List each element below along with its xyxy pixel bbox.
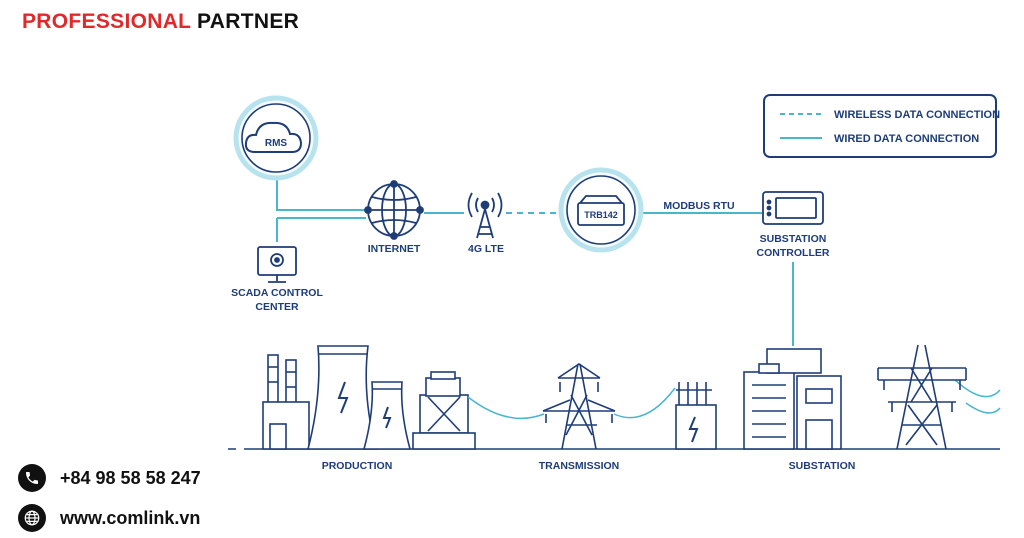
contact-phone: +84 98 58 58 247	[18, 464, 201, 492]
internet-node	[364, 180, 424, 240]
legend-wireless-label: WIRELESS DATA CONNECTION	[834, 109, 1000, 121]
connections	[276, 178, 794, 346]
brand-title-professional: PROFESSIONAL	[22, 10, 191, 33]
antenna-icon	[480, 200, 490, 210]
lte-tower-node	[467, 192, 503, 239]
legend-wired-label: WIRED DATA CONNECTION	[834, 133, 979, 145]
transmission-label: TRANSMISSION	[539, 460, 620, 472]
gear-icon	[270, 253, 284, 267]
contact-website[interactable]: www.comlink.vn	[18, 504, 200, 532]
substation-label: SUBSTATION	[789, 460, 856, 472]
substation-controller-node	[762, 191, 824, 225]
modbus-label: MODBUS RTU	[663, 200, 734, 212]
substation-controller-label-line2: CONTROLLER	[757, 247, 830, 259]
router-icon	[577, 202, 625, 226]
rms-label: RMS	[265, 138, 288, 149]
scada-node	[257, 246, 297, 283]
power-plant-illustration	[262, 345, 476, 450]
phone-number: +84 98 58 58 247	[60, 467, 201, 488]
rms-node: RMS	[233, 95, 319, 181]
cloud-icon	[244, 121, 303, 153]
website-link[interactable]: www.comlink.vn	[60, 507, 201, 528]
legend: WIRELESS DATA CONNECTION WIRED DATA CONN…	[763, 94, 1000, 158]
lte-label: 4G LTE	[468, 243, 504, 255]
substation-illustration	[675, 348, 842, 450]
scada-label-line2: CENTER	[255, 301, 299, 313]
scada-label-line1: SCADA CONTROL	[231, 287, 323, 299]
pylon-illustration	[877, 344, 967, 450]
transmission-tower-illustration	[542, 363, 616, 450]
production-label: PRODUCTION	[322, 460, 393, 472]
router-node: TRB142	[558, 167, 644, 253]
internet-label: INTERNET	[368, 243, 421, 255]
router-label: TRB142	[584, 210, 618, 220]
power-lines	[467, 379, 1001, 420]
rms-internet-wire	[276, 178, 366, 211]
globe-icon	[18, 504, 46, 532]
brand-title-partner: PARTNER	[197, 10, 300, 33]
cooling-tower-small	[362, 381, 412, 450]
phone-icon	[18, 464, 46, 492]
substation-controller-label-line1: SUBSTATION	[760, 233, 827, 245]
brand-title: PROFESSIONAL PARTNER	[22, 10, 299, 34]
